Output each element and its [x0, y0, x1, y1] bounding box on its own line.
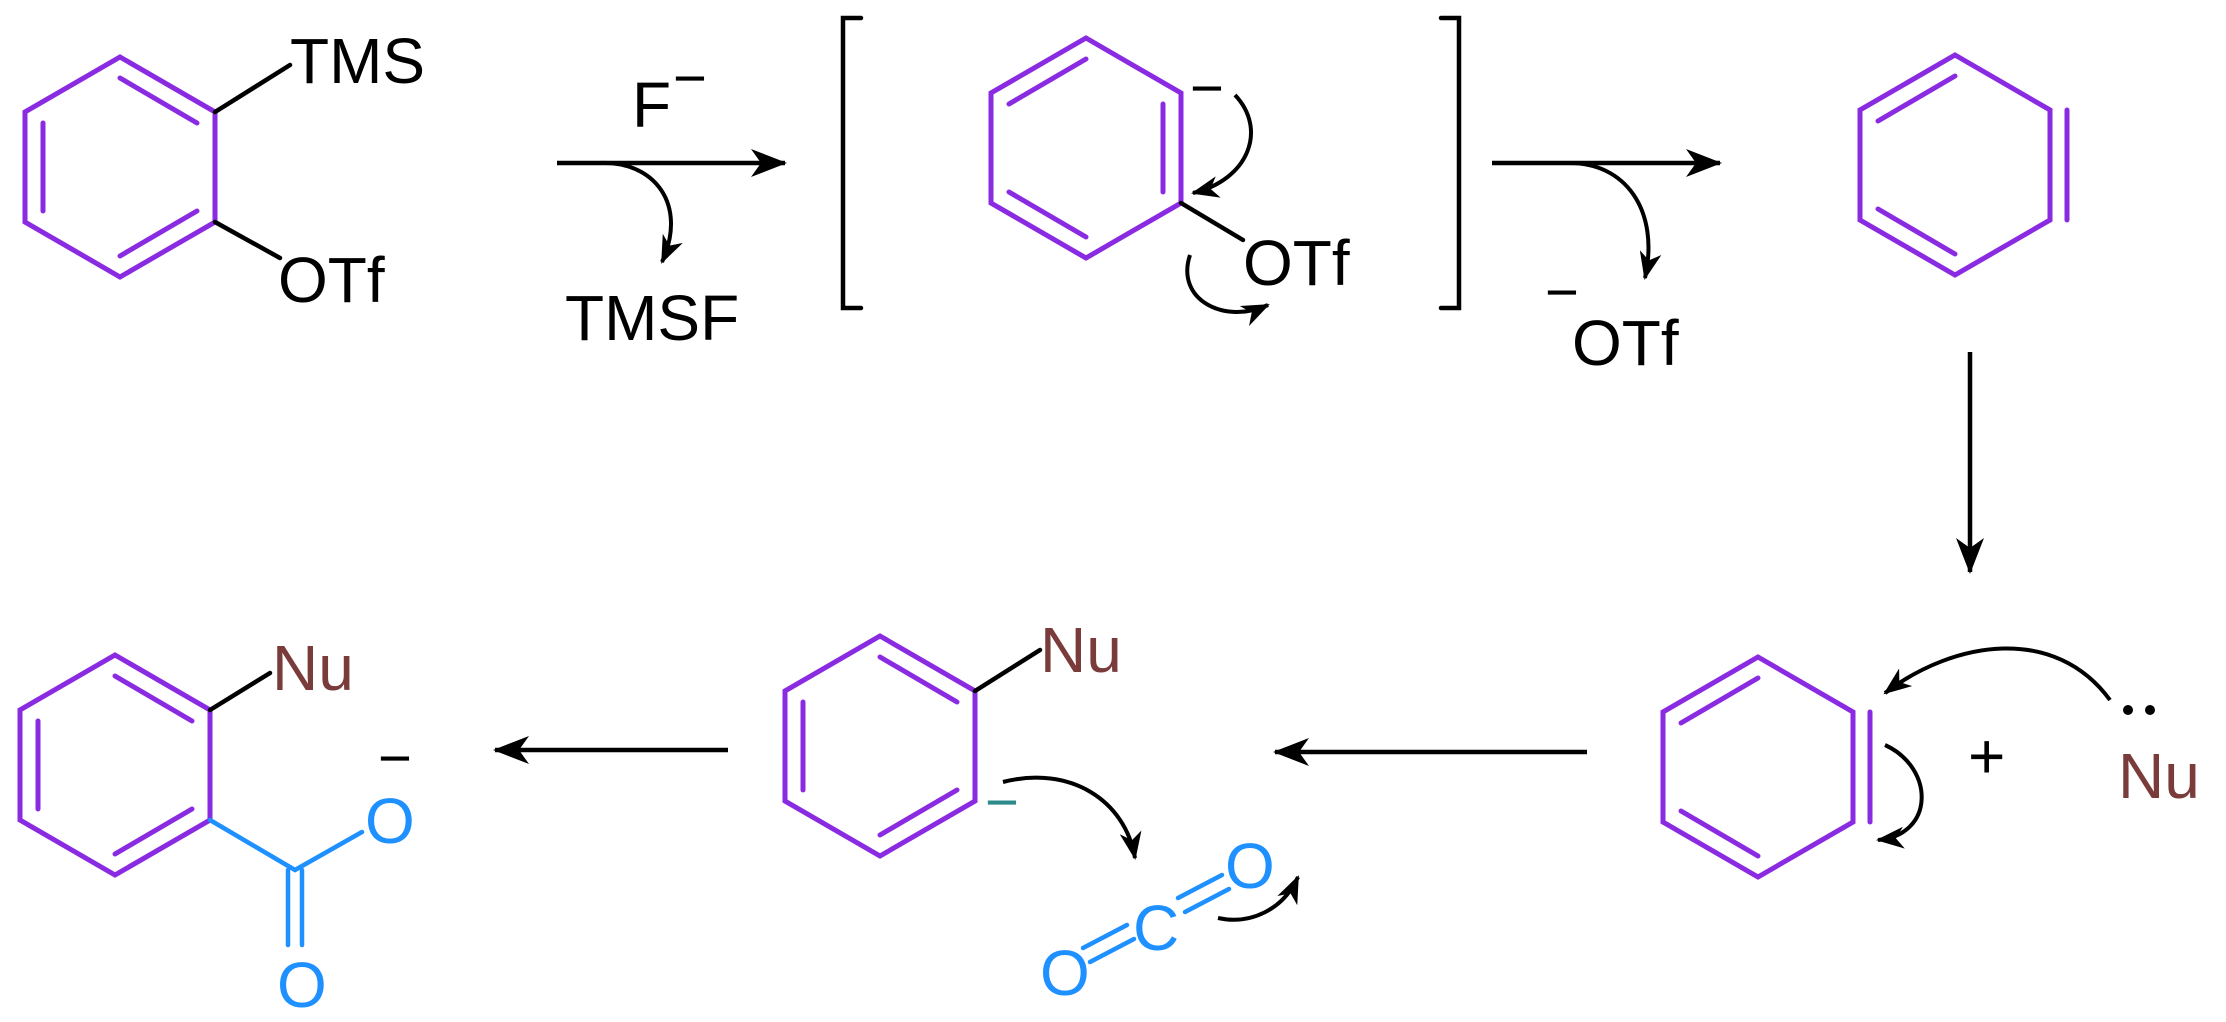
reaction-arrow-fluoride: F − TMSF: [557, 46, 787, 354]
tmsf-label: TMSF: [565, 282, 739, 354]
benzene-ring: [988, 35, 1184, 261]
carboxylate-oxygen: O: [365, 785, 415, 857]
ring-double-bond: [1875, 73, 1958, 124]
ring-double-bond: [117, 208, 200, 259]
anion-charge: −: [1190, 56, 1224, 121]
benzene-ring: [22, 54, 218, 280]
nu-bond: [207, 670, 273, 713]
ring-double-bond: [1678, 808, 1761, 859]
curved-arrow: [597, 160, 683, 264]
aryl-anion-co2: Nu − O C O: [782, 614, 1300, 1009]
otf-bond: [212, 219, 283, 261]
nucleophilic-addition: + Nu: [1660, 646, 2200, 880]
co2-carbon: C: [1133, 892, 1179, 964]
curved-arrow: [1217, 875, 1300, 922]
aryl-anion-intermediate: − OTf: [840, 15, 1462, 326]
reaction-arrow-elimination: − OTf: [1492, 149, 1722, 379]
co2-oxygen-right: O: [1225, 830, 1275, 902]
fluoride-charge: −: [673, 46, 707, 111]
tms-bond: [212, 62, 293, 115]
benzene-ring: [1660, 654, 1856, 880]
nucleophile-label: Nu: [1040, 614, 1122, 686]
benzyne-molecule: [1857, 52, 2070, 278]
otf-label: OTf: [278, 244, 385, 316]
nucleophile-label: Nu: [2118, 740, 2200, 812]
carboxyl-bond: [292, 829, 365, 873]
co2-double-bond: [1182, 886, 1232, 915]
otf-label: OTf: [1243, 227, 1350, 299]
ring-double-bond: [1875, 206, 1958, 257]
lone-pair-dot: [2123, 705, 2133, 715]
curved-arrow: [1185, 254, 1270, 326]
curved-arrow: [1002, 775, 1142, 860]
otf-bond: [1178, 200, 1246, 243]
curved-arrow: [1883, 646, 2112, 702]
curved-arrow: [1567, 160, 1662, 280]
ring-double-bond: [1006, 56, 1089, 107]
fluoride-label: F: [632, 69, 671, 141]
ring-double-bond: [112, 673, 195, 724]
co2-double-bond: [1087, 936, 1137, 965]
right-bracket: [1438, 15, 1462, 311]
curved-arrow: [1191, 93, 1253, 198]
triflate-label: OTf: [1572, 307, 1679, 379]
left-bracket: [840, 15, 864, 311]
lone-pair-dot: [2145, 705, 2155, 715]
plus-sign: +: [1968, 720, 2005, 792]
carbonyl-oxygen: O: [277, 949, 327, 1021]
ring-double-bond: [1006, 189, 1089, 240]
triflate-charge: −: [1545, 260, 1579, 325]
tms-label: TMS: [290, 25, 425, 97]
ring-double-bond: [877, 787, 960, 838]
benzene-ring: [17, 652, 213, 878]
precursor-molecule: TMS OTf: [22, 25, 425, 316]
co2-double-bond: [1175, 872, 1225, 901]
benzene-ring: [782, 633, 978, 859]
co2-double-bond: [1080, 922, 1130, 951]
nu-bond: [972, 647, 1043, 694]
benzoate-product: Nu O O −: [17, 632, 415, 1021]
benzene-ring: [1857, 52, 2053, 278]
ring-double-bond: [877, 654, 960, 705]
nucleophile-label: Nu: [272, 632, 354, 704]
curved-arrow: [1876, 743, 1924, 849]
carboxyl-bond: [207, 817, 298, 873]
ring-double-bond: [117, 75, 200, 126]
ring-double-bond: [112, 806, 195, 857]
carboxylate-charge: −: [378, 726, 412, 791]
ring-double-bond: [1678, 675, 1761, 726]
